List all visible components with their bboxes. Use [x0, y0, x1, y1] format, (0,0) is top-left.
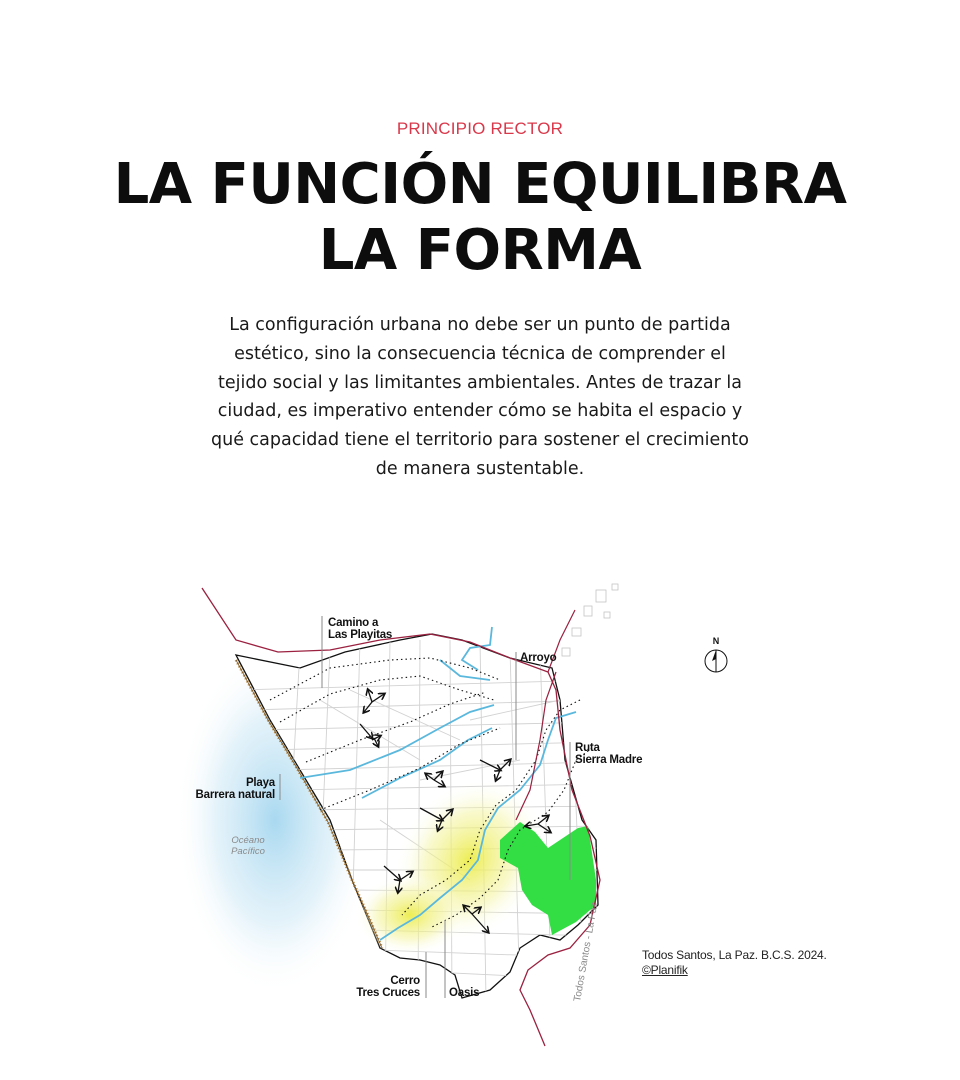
north-arrow-icon: N: [704, 636, 728, 673]
label-cerro-2: Tres Cruces: [356, 987, 420, 999]
eyebrow: PRINCIPIO RECTOR: [396, 119, 564, 138]
streams: [299, 626, 577, 941]
building-outlines: [561, 583, 619, 657]
intro-paragraph: La configuración urbana no debe ser un p…: [211, 315, 749, 479]
caption-location: Todos Santos, La Paz. B.C.S. 2024.: [642, 948, 827, 962]
beach-edge: [235, 659, 383, 949]
label-playa-2: Barrera natural: [196, 789, 275, 801]
caption-credit-link[interactable]: ©Planifik: [642, 963, 688, 977]
label-oasis: Oasis: [449, 987, 479, 999]
page-title: LA FUNCIÓN EQUILIBRA LA FORMA: [80, 152, 880, 284]
label-ruta-2: Sierra Madre: [575, 754, 642, 766]
green-area: [500, 822, 596, 935]
label-oceano-2: Pacífico: [231, 846, 265, 857]
label-ruta-1: Ruta: [575, 742, 601, 754]
label-oceano-1: Océano: [231, 835, 264, 846]
label-cerro-1: Cerro: [390, 975, 420, 987]
oasis-glow-lower: [355, 875, 465, 955]
leader-lines: [279, 616, 571, 998]
flow-arrows: [359, 690, 550, 932]
road-branch: [515, 671, 557, 821]
title-line-1: LA FUNCIÓN EQUILIBRA: [113, 152, 847, 217]
map-caption: Todos Santos, La Paz. B.C.S. 2024. ©Plan…: [642, 948, 827, 978]
road-branch-upper: [547, 609, 576, 673]
main-road: [201, 587, 601, 1047]
label-playa-1: Playa: [246, 777, 276, 789]
label-camino-1: Camino a: [328, 617, 379, 629]
label-camino-2: Las Playitas: [328, 629, 392, 641]
svg-text:N: N: [713, 636, 720, 646]
urban-map: Camino a Las Playitas Arroyo Ruta Sierra…: [175, 583, 728, 1047]
label-arroyo: Arroyo: [520, 652, 557, 664]
title-line-2: LA FORMA: [318, 218, 642, 283]
